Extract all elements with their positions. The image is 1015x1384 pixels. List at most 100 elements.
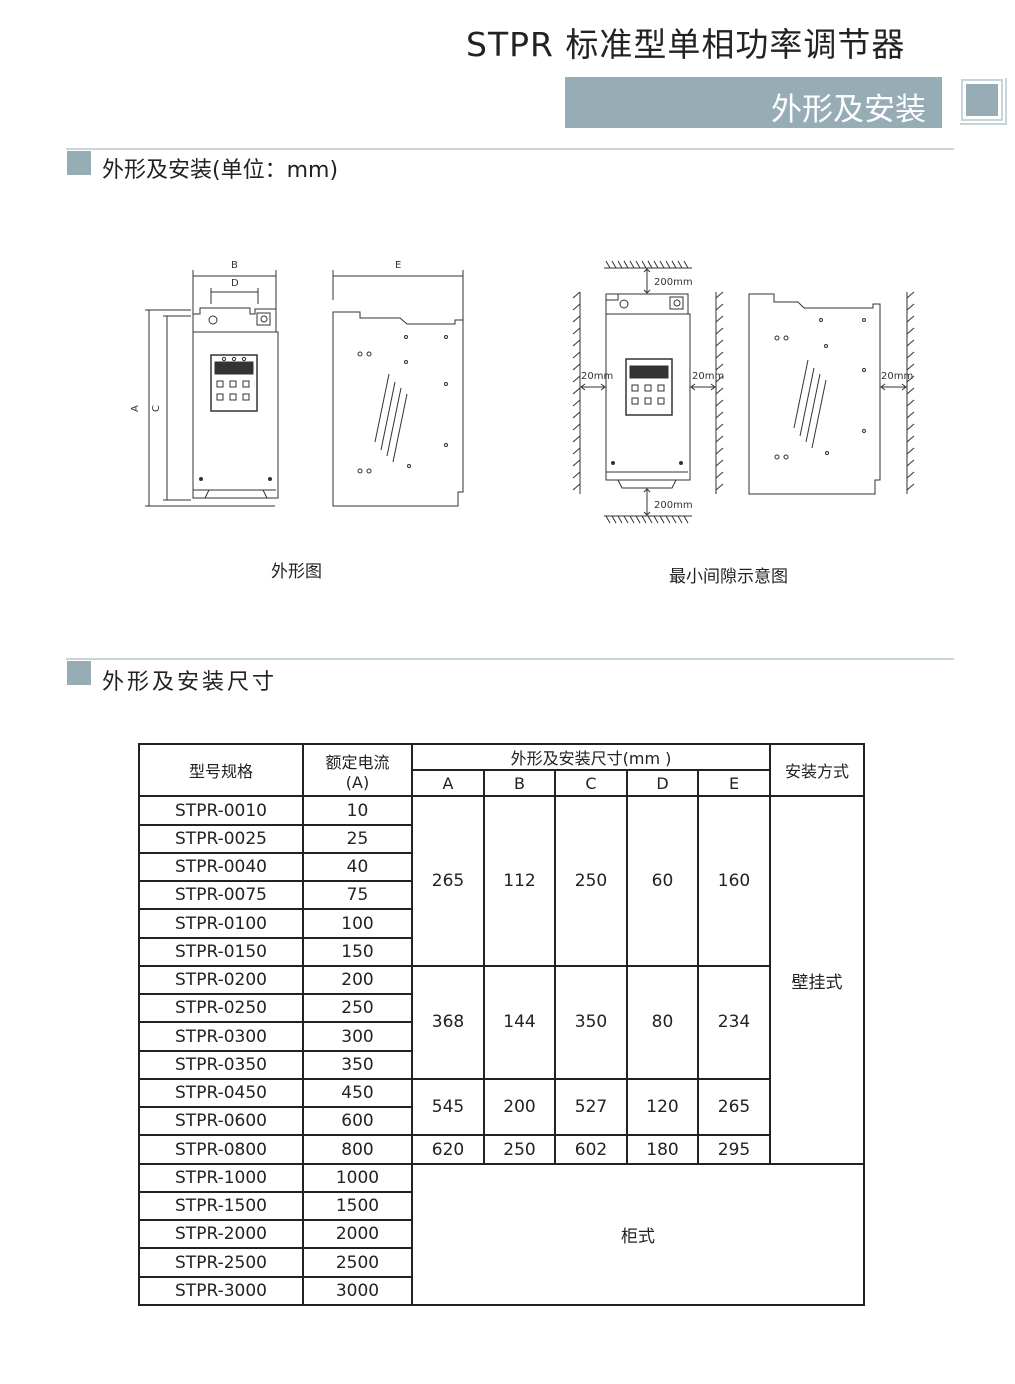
model-cell: STPR-1500 bbox=[138, 1190, 304, 1222]
banner-text: 外形及安装 bbox=[771, 92, 926, 128]
model-cell: STPR-2500 bbox=[138, 1247, 304, 1278]
clearance-middle-label: 20mm bbox=[692, 371, 724, 382]
install-wall-cell: 壁挂式 bbox=[769, 795, 866, 1165]
current-cell: 25 bbox=[302, 823, 413, 854]
outline-drawing: B D E A C bbox=[130, 260, 464, 507]
current-cell: 800 bbox=[302, 1134, 413, 1165]
model-cell: STPR-0300 bbox=[138, 1021, 304, 1052]
dimensions-table: 型号规格 额定电流(A) 外形及安装尺寸(mm ) 安装方式 A B C D E… bbox=[138, 742, 866, 1307]
table-row: STPR-3000 3000 bbox=[138, 1275, 864, 1307]
table-row: STPR-1500 1500 bbox=[138, 1190, 864, 1222]
dim-d-cell: 60 bbox=[626, 795, 699, 967]
table-row: STPR-0800 800 620 250 602 180 295 bbox=[138, 1134, 864, 1165]
section-title-dimensions: 外形及安装尺寸 bbox=[102, 670, 278, 695]
header-col-c: C bbox=[554, 769, 628, 798]
header-dimensions: 外形及安装尺寸(mm ) bbox=[410, 742, 772, 772]
table-row: STPR-0450 450 545 200 527 120 265 bbox=[138, 1077, 864, 1137]
section-marker bbox=[67, 151, 91, 175]
header-col-d: D bbox=[626, 769, 699, 798]
table-row: STPR-0200 200 368 144 350 80 234 bbox=[138, 964, 864, 1080]
header-install: 安装方式 bbox=[769, 742, 866, 798]
model-cell: STPR-0450 bbox=[138, 1077, 304, 1109]
dim-label-b: B bbox=[231, 260, 238, 271]
dim-c-cell: 527 bbox=[554, 1077, 628, 1137]
dim-d-cell: 80 bbox=[626, 964, 699, 1080]
model-cell: STPR-0600 bbox=[138, 1106, 304, 1137]
clearance-right-label: 20mm bbox=[881, 371, 913, 382]
dim-e-cell: 265 bbox=[696, 1077, 772, 1137]
dim-b-cell: 250 bbox=[483, 1134, 556, 1165]
table-row: STPR-2500 2500 bbox=[138, 1247, 864, 1278]
current-cell: 600 bbox=[302, 1106, 413, 1137]
table-row: STPR-0010 10 265 112 250 60 160 壁挂式 bbox=[138, 795, 866, 1165]
header-col-e: E bbox=[696, 769, 772, 798]
dim-c-cell: 350 bbox=[554, 964, 628, 1080]
model-cell: STPR-1000 bbox=[138, 1162, 304, 1193]
current-cell: 350 bbox=[302, 1049, 413, 1080]
current-cell: 100 bbox=[302, 908, 413, 939]
section-divider-2 bbox=[66, 658, 954, 660]
current-cell: 2000 bbox=[302, 1219, 413, 1250]
dim-e-cell: 234 bbox=[696, 964, 772, 1080]
model-cell: STPR-0040 bbox=[138, 851, 304, 883]
table-row: STPR-0075 75 bbox=[138, 880, 864, 911]
table-row: STPR-0250 250 bbox=[138, 993, 864, 1024]
current-cell: 2500 bbox=[302, 1247, 413, 1278]
dim-a-cell: 620 bbox=[411, 1134, 485, 1165]
dim-b-cell: 144 bbox=[483, 964, 556, 1080]
clearance-drawing: 200mm 200mm 20mm 20mm 20mm bbox=[572, 260, 915, 524]
header-col-b: B bbox=[483, 769, 556, 798]
current-cell: 3000 bbox=[302, 1275, 413, 1307]
header-model: 型号规格 bbox=[138, 742, 304, 798]
dim-b-cell: 200 bbox=[483, 1077, 556, 1137]
dim-a-cell: 368 bbox=[411, 964, 485, 1080]
current-cell: 1500 bbox=[302, 1190, 413, 1222]
dim-b-cell: 112 bbox=[483, 795, 556, 967]
dim-label-c: C bbox=[151, 405, 162, 412]
dim-e-cell: 295 bbox=[696, 1134, 772, 1165]
section-divider bbox=[66, 148, 954, 150]
corner-decoration bbox=[960, 78, 1007, 125]
table-row: STPR-0150 150 bbox=[138, 936, 864, 967]
section-banner: 外形及安装 bbox=[565, 77, 942, 128]
model-cell: STPR-0150 bbox=[138, 936, 304, 967]
current-cell: 250 bbox=[302, 993, 413, 1024]
dim-c-cell: 250 bbox=[554, 795, 628, 967]
clearance-top-label: 200mm bbox=[654, 277, 693, 288]
table-row: STPR-2000 2000 bbox=[138, 1219, 864, 1250]
current-cell: 75 bbox=[302, 880, 413, 911]
dim-label-a: A bbox=[130, 405, 141, 412]
caption-outline: 外形图 bbox=[271, 562, 322, 582]
dim-d-cell: 120 bbox=[626, 1077, 699, 1137]
model-cell: STPR-0800 bbox=[138, 1134, 304, 1165]
table-row: STPR-0100 100 bbox=[138, 908, 864, 939]
model-cell: STPR-0350 bbox=[138, 1049, 304, 1080]
section-marker-2 bbox=[67, 661, 91, 685]
header-current: 额定电流(A) bbox=[302, 742, 413, 798]
model-cell: STPR-2000 bbox=[138, 1219, 304, 1250]
header-col-a: A bbox=[411, 769, 485, 798]
table-row: STPR-0350 350 bbox=[138, 1049, 864, 1080]
dim-c-cell: 602 bbox=[554, 1134, 628, 1165]
table-row: STPR-0600 600 bbox=[138, 1106, 864, 1137]
dim-a-cell: 545 bbox=[411, 1077, 485, 1137]
dim-e-cell: 160 bbox=[696, 795, 772, 967]
table-row: STPR-0300 300 bbox=[138, 1021, 864, 1052]
model-cell: STPR-0250 bbox=[138, 993, 304, 1024]
model-cell: STPR-3000 bbox=[138, 1275, 304, 1307]
current-cell: 300 bbox=[302, 1021, 413, 1052]
dim-label-e: E bbox=[395, 260, 401, 271]
clearance-bottom-label: 200mm bbox=[654, 500, 693, 511]
table-row: STPR-1000 1000 柜式 bbox=[138, 1162, 866, 1307]
clearance-left-label: 20mm bbox=[581, 371, 613, 382]
install-cabinet-cell: 柜式 bbox=[410, 1162, 866, 1307]
model-cell: STPR-0025 bbox=[138, 823, 304, 854]
dim-d-cell: 180 bbox=[626, 1134, 699, 1165]
section-title-outline: 外形及安装(单位：mm) bbox=[102, 158, 339, 183]
current-cell: 200 bbox=[302, 964, 413, 996]
page-title: STPR 标准型单相功率调节器 bbox=[466, 25, 906, 64]
table-row: STPR-0025 25 bbox=[138, 823, 864, 854]
model-cell: STPR-0010 bbox=[138, 795, 304, 826]
table-row: STPR-0040 40 bbox=[138, 851, 864, 883]
dim-label-d: D bbox=[231, 278, 239, 289]
